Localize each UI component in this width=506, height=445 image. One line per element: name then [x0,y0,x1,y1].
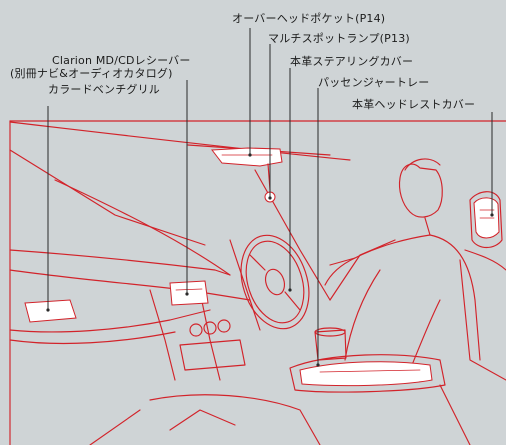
driver-figure [324,158,481,371]
seat-shape [459,191,506,381]
headrest-cover-shape [473,197,500,239]
label-clarion-receiver: Clarion MD/CDレシーバー [52,54,191,67]
bench-grille-shape [24,299,77,323]
leader-lines [46,28,494,367]
audio-unit-shape [169,280,209,306]
label-clarion-catalog-note: (別冊ナビ&オーディオカタログ) [10,67,173,80]
label-leather-headrest-cover: 本革ヘッドレストカバー [352,98,476,111]
label-overhead-pocket: オーバーヘッドポケット(P14) [232,12,386,25]
label-multi-spot-lamp: マルチスポットランプ(P13) [268,32,410,45]
passenger-tray-shape [289,327,446,393]
overhead-pocket-shape [211,147,283,167]
steering-wheel-shape [240,234,310,330]
label-leather-steering-cover: 本革ステアリングカバー [290,55,414,68]
label-passenger-tray: パッセンジャートレー [318,76,430,89]
label-colored-bench-grille: カラードベンチグリル [48,83,160,96]
